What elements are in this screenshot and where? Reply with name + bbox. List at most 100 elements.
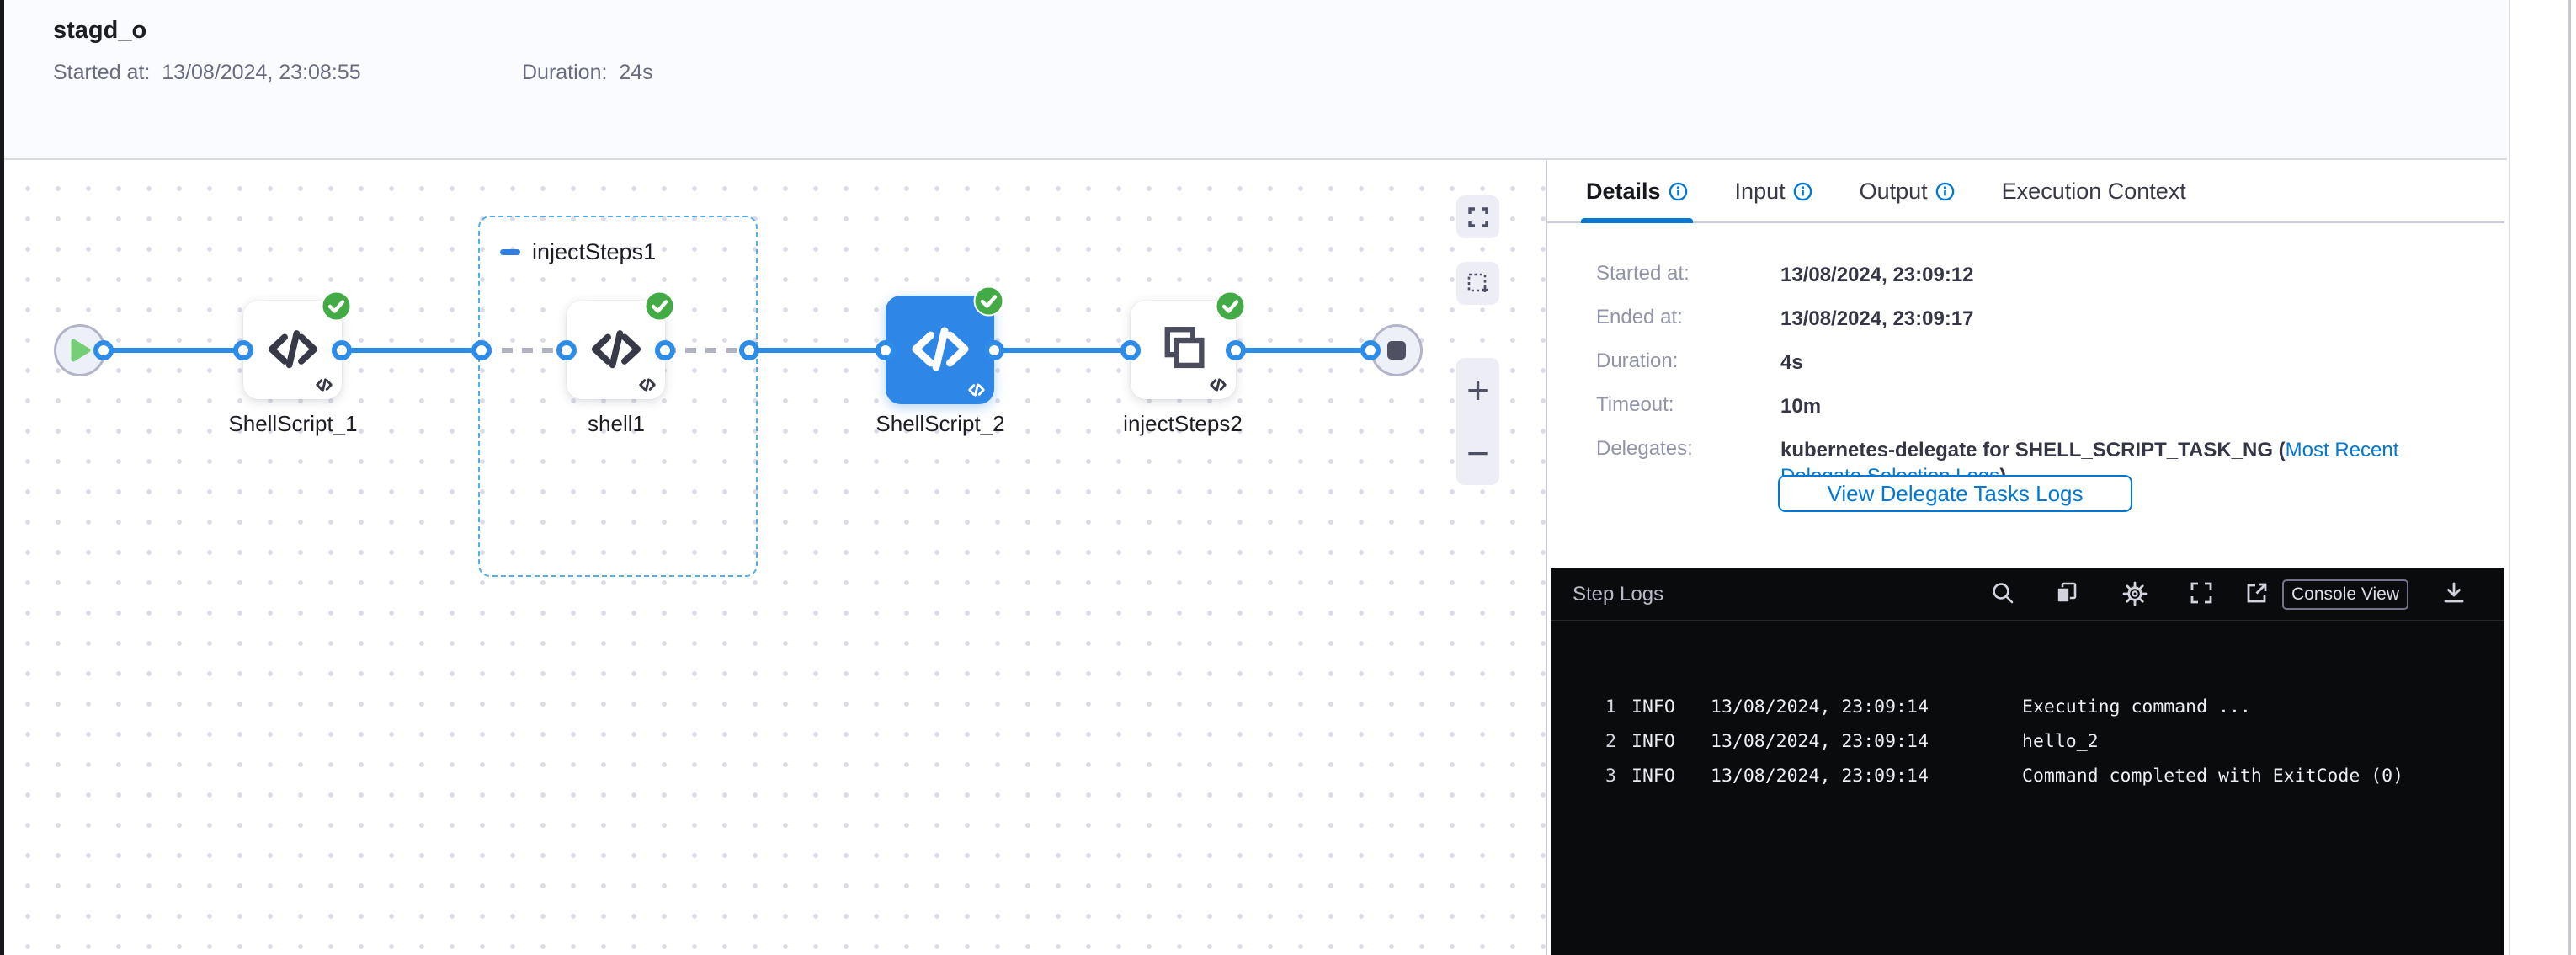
collapse-group-icon[interactable] xyxy=(500,249,520,255)
duration-label: Duration: xyxy=(522,61,608,84)
detail-value: 10m xyxy=(1780,395,1822,418)
success-badge-icon xyxy=(644,291,675,322)
duration-meta: Duration: 24s xyxy=(522,61,653,85)
left-edge-strip xyxy=(0,0,4,955)
view-delegate-tasks-logs-button[interactable]: View Delegate Tasks Logs xyxy=(1778,475,2132,512)
started-at-label: Started at: xyxy=(53,61,151,84)
zoom-in-button[interactable]: + xyxy=(1466,367,1489,412)
tab-label: Details xyxy=(1586,179,1661,204)
connector-line xyxy=(1236,348,1370,353)
node-label: ShellScript_1 xyxy=(228,411,358,436)
step-logs-header: Step Logs xyxy=(1551,568,2504,621)
port xyxy=(1120,340,1141,360)
delegates-text: kubernetes-delegate for SHELL_SCRIPT_TAS… xyxy=(1780,439,2286,461)
marquee-select-button[interactable] xyxy=(1456,262,1499,305)
connector-line-dashed xyxy=(482,348,567,353)
connector-line xyxy=(342,348,482,353)
pipeline-canvas[interactable]: injectSteps1 Sh xyxy=(4,162,1546,955)
tab-label: Execution Context xyxy=(2001,179,2186,204)
log-level: INFO xyxy=(1631,696,1675,718)
code-icon xyxy=(911,327,969,371)
start-node xyxy=(54,324,106,376)
console-view-button[interactable]: Console View xyxy=(2282,579,2408,610)
zoom-out-button[interactable]: − xyxy=(1466,431,1489,476)
fit-to-screen-button[interactable] xyxy=(1456,195,1499,238)
download-icon[interactable] xyxy=(2441,580,2467,606)
node-injectsteps2[interactable] xyxy=(1131,291,1246,399)
step-logs-console: Step Logs xyxy=(1551,568,2504,955)
step-logs-title: Step Logs xyxy=(1573,583,1664,606)
detail-row: Timeout: 10m xyxy=(1596,393,2504,419)
log-line: 2 INFO 13/08/2024, 23:09:14 hello_2 xyxy=(1551,731,2504,766)
node-shellscript-1[interactable] xyxy=(243,291,352,399)
log-line: 1 INFO 13/08/2024, 23:09:14 Executing co… xyxy=(1551,696,2504,731)
tab-input[interactable]: Input xyxy=(1735,162,1812,221)
shell-script-type-icon xyxy=(968,383,985,397)
port xyxy=(93,340,114,360)
port xyxy=(1360,340,1381,360)
details-tabs: Details Input Output xyxy=(1547,162,2504,223)
tab-details[interactable]: Details xyxy=(1581,162,1693,223)
shell-script-type-icon xyxy=(316,378,333,392)
tab-label: Input xyxy=(1734,179,1786,204)
stop-icon xyxy=(1387,341,1406,360)
info-icon[interactable] xyxy=(1669,182,1688,201)
fullscreen-icon[interactable] xyxy=(2189,580,2214,606)
stage-header: stagd_o Started at: 13/08/2024, 23:08:55… xyxy=(4,0,2507,160)
external-link-icon[interactable] xyxy=(2244,580,2270,606)
connector-line xyxy=(104,348,243,353)
right-gutter xyxy=(2509,0,2576,955)
node-label: injectSteps2 xyxy=(1123,411,1243,436)
detail-row: Started at: 13/08/2024, 23:09:12 xyxy=(1596,262,2504,288)
detail-label: Duration: xyxy=(1596,349,1679,372)
tab-execution-context[interactable]: Execution Context xyxy=(2002,162,2186,221)
right-scrollbar-track[interactable] xyxy=(2568,0,2571,955)
started-at-meta: Started at: 13/08/2024, 23:08:55 xyxy=(53,61,361,85)
details-section: Started at: 13/08/2024, 23:09:12 Ended a… xyxy=(1547,262,2504,507)
log-lines: 1 INFO 13/08/2024, 23:09:14 Executing co… xyxy=(1551,696,2504,800)
port xyxy=(1226,340,1246,360)
log-line-number: 2 xyxy=(1605,731,1616,752)
code-icon xyxy=(268,329,317,368)
log-line: 3 INFO 13/08/2024, 23:09:14 Command comp… xyxy=(1551,766,2504,800)
port xyxy=(984,340,1004,360)
connector-line xyxy=(994,348,1131,353)
detail-row: Ended at: 13/08/2024, 23:09:17 xyxy=(1596,306,2504,332)
connector-line-dashed xyxy=(665,348,749,353)
detail-value: 13/08/2024, 23:09:17 xyxy=(1780,307,1974,330)
log-line-number: 1 xyxy=(1605,696,1616,718)
step-group-injectSteps1[interactable]: injectSteps1 xyxy=(478,216,758,577)
log-timestamp: 13/08/2024, 23:09:14 xyxy=(1711,696,1929,718)
node-label: shell1 xyxy=(588,411,645,436)
step-group-label: injectSteps1 xyxy=(532,239,657,264)
search-icon[interactable] xyxy=(1990,580,2015,606)
stage-title: stagd_o xyxy=(53,17,147,44)
node-shellscript-2-selected[interactable] xyxy=(886,285,1004,404)
port xyxy=(332,340,352,360)
step-group-icon xyxy=(1164,326,1205,368)
play-icon xyxy=(71,339,91,362)
zoom-controls: + − xyxy=(1456,358,1499,485)
duration-value: 24s xyxy=(619,61,653,84)
node-shell1[interactable] xyxy=(567,291,675,399)
info-icon[interactable] xyxy=(1793,182,1812,201)
log-timestamp: 13/08/2024, 23:09:14 xyxy=(1711,731,1929,752)
tab-output[interactable]: Output xyxy=(1860,162,1955,221)
detail-row: Duration: 4s xyxy=(1596,349,2504,376)
port xyxy=(876,340,896,360)
log-message: Executing command ... xyxy=(2022,696,2251,718)
log-level: INFO xyxy=(1631,766,1675,787)
log-message: Command completed with ExitCode (0) xyxy=(2022,766,2404,787)
copy-icon[interactable] xyxy=(2054,580,2079,606)
detail-label: Started at: xyxy=(1596,262,1690,285)
settings-gear-icon[interactable] xyxy=(2121,580,2148,607)
info-icon[interactable] xyxy=(1935,182,1955,201)
shell-script-type-icon xyxy=(1210,378,1227,392)
tab-label: Output xyxy=(1859,179,1928,204)
step-group-header: injectSteps1 xyxy=(500,239,656,265)
log-level: INFO xyxy=(1631,731,1675,752)
shell-script-type-icon xyxy=(639,378,656,392)
detail-value: 4s xyxy=(1780,351,1803,374)
started-at-value: 13/08/2024, 23:08:55 xyxy=(162,61,361,84)
